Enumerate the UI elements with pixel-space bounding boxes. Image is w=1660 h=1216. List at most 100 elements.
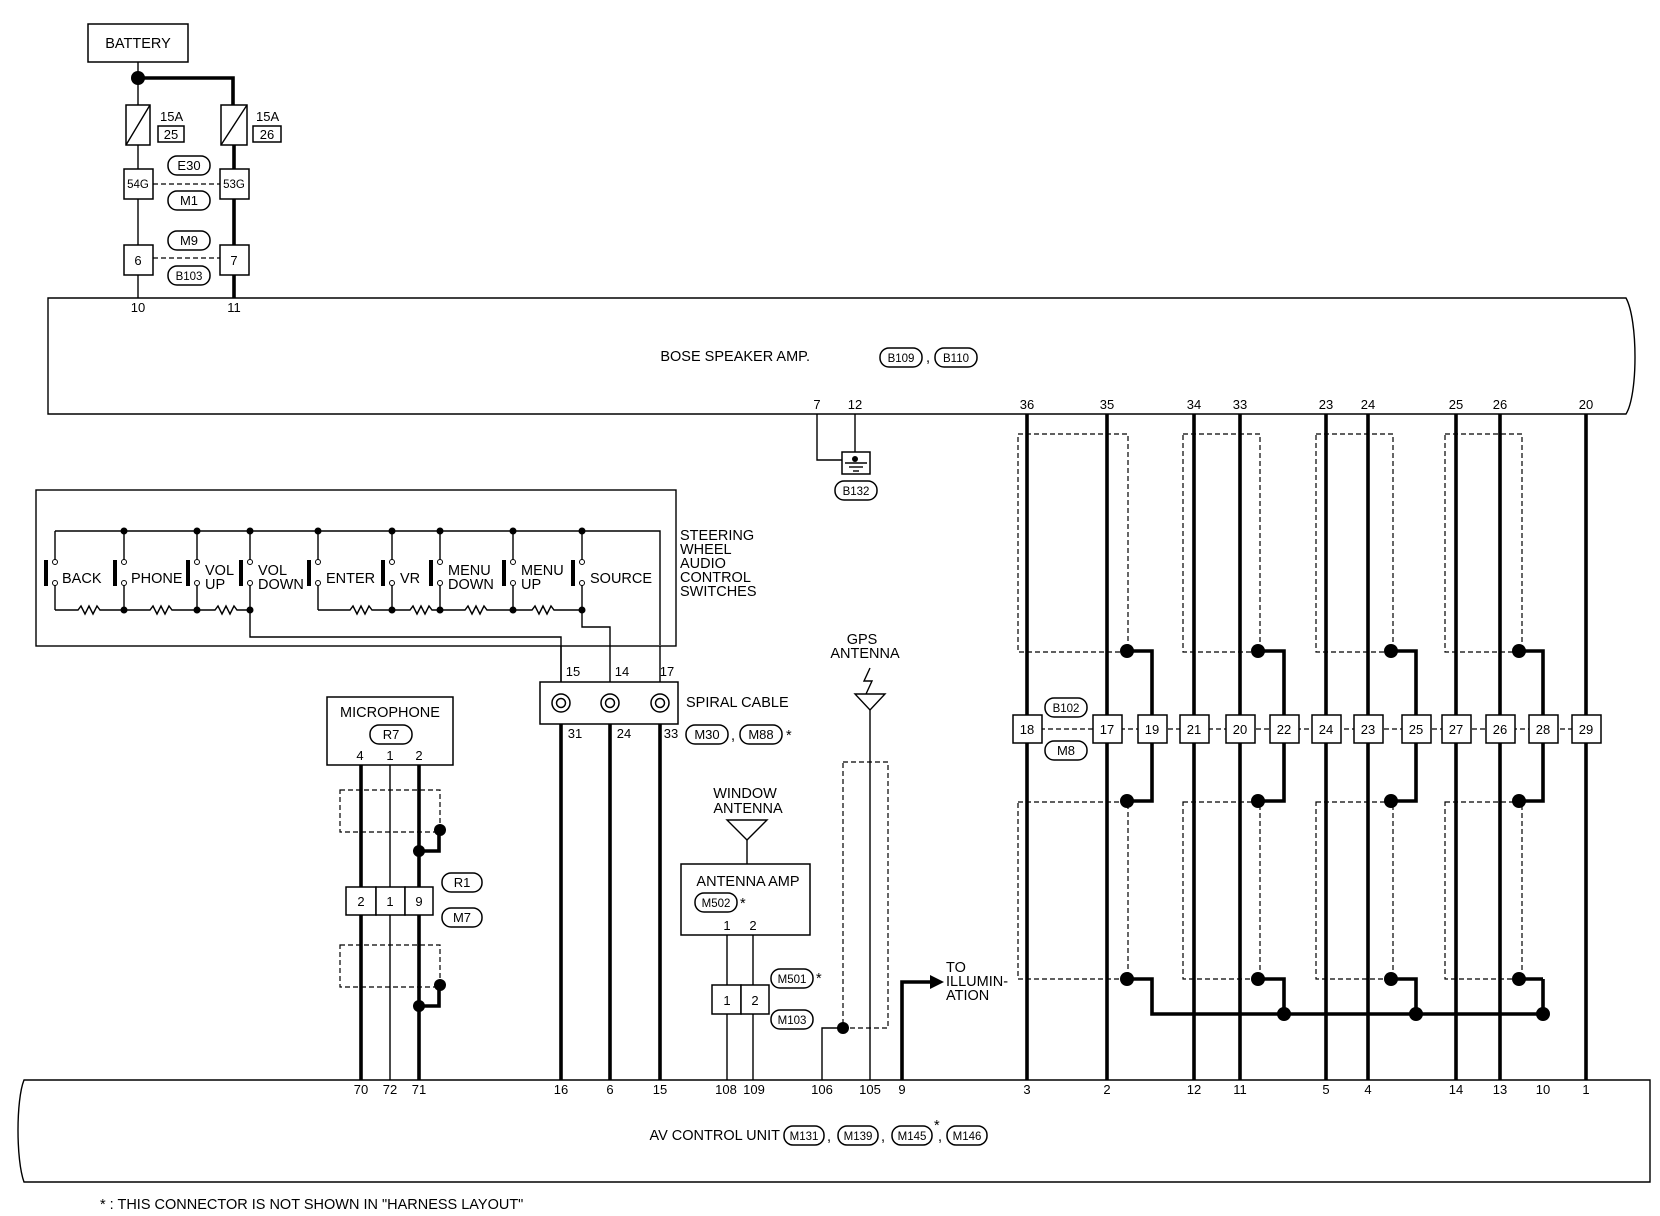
svg-text:23: 23 <box>1361 722 1375 737</box>
svg-text:1: 1 <box>1582 1082 1589 1097</box>
svg-text:26: 26 <box>1493 397 1507 412</box>
svg-text:9: 9 <box>415 894 422 909</box>
svg-text:28: 28 <box>1536 722 1550 737</box>
fuse-26: 15A 26 <box>220 104 282 146</box>
spiral-cable: 15 14 17 SPIRAL CABLE 31 24 33 M30 , M88… <box>539 646 792 1080</box>
svg-text:B110: B110 <box>943 353 969 365</box>
svg-text:STEERING: STEERING <box>680 528 754 544</box>
amp-pin-10: 10 <box>131 300 145 315</box>
svg-text:70: 70 <box>354 1082 368 1097</box>
connector-m1 <box>167 190 211 211</box>
connector-m501 <box>770 968 814 989</box>
fuse-26-rating: 15A <box>256 109 279 124</box>
svg-text:7: 7 <box>813 397 820 412</box>
connector-r7 <box>369 724 413 745</box>
battery-label: BATTERY <box>105 36 171 52</box>
svg-text:24: 24 <box>1361 397 1375 412</box>
connector-m30 <box>685 724 729 745</box>
svg-text:24: 24 <box>1319 722 1333 737</box>
svg-text:1: 1 <box>723 993 730 1008</box>
svg-text:15: 15 <box>653 1082 667 1097</box>
svg-text:106: 106 <box>811 1082 833 1097</box>
connector-m88 <box>739 724 783 745</box>
svg-text:,: , <box>731 728 735 744</box>
svg-text:35: 35 <box>1100 397 1114 412</box>
svg-text:M502: M502 <box>702 898 731 910</box>
svg-text:33: 33 <box>1233 397 1247 412</box>
switch-menu-up: MENU <box>521 563 564 579</box>
svg-text:SWITCHES: SWITCHES <box>680 584 757 600</box>
gps-antenna: GPS ANTENNA <box>821 632 900 1080</box>
window-antenna: WINDOW ANTENNA <box>713 786 783 864</box>
svg-text:1: 1 <box>386 748 393 763</box>
svg-text:16: 16 <box>554 1082 568 1097</box>
bose-speaker-amp: BOSE SPEAKER AMP. B109 , B110 <box>47 297 1636 415</box>
svg-text:M88: M88 <box>748 727 773 742</box>
svg-text:11: 11 <box>1233 1082 1247 1097</box>
speaker-wiring: 18 17 19 21 20 22 24 23 25 27 26 28 29 B… <box>1012 414 1602 1080</box>
svg-text:B109: B109 <box>888 353 915 365</box>
svg-text:B103: B103 <box>176 271 203 283</box>
connector-b102 <box>1044 697 1088 718</box>
svg-text:2: 2 <box>749 918 756 933</box>
switch-vol-down: VOL <box>258 563 287 579</box>
svg-text:UP: UP <box>521 577 541 593</box>
svg-text:25: 25 <box>1409 722 1423 737</box>
connector-m146 <box>946 1125 988 1146</box>
svg-text:108: 108 <box>715 1082 737 1097</box>
svg-text:E30: E30 <box>177 158 200 173</box>
connector-m103 <box>770 1009 814 1030</box>
svg-text:,: , <box>926 350 930 366</box>
av-unit-pins: 70 72 71 16 6 15 108 109 106 105 9 3 2 1… <box>354 1082 1590 1097</box>
svg-text:25: 25 <box>1449 397 1463 412</box>
svg-text:23: 23 <box>1319 397 1333 412</box>
svg-text:M9: M9 <box>180 233 198 248</box>
terminal-6 <box>123 244 154 276</box>
svg-text:4: 4 <box>1364 1082 1371 1097</box>
svg-text:WHEEL: WHEEL <box>680 542 732 558</box>
svg-text:53G: 53G <box>223 179 245 191</box>
switch-back: BACK <box>62 571 102 587</box>
svg-text:17: 17 <box>660 664 674 679</box>
svg-text:13: 13 <box>1493 1082 1507 1097</box>
svg-text:17: 17 <box>1100 722 1114 737</box>
svg-text:R7: R7 <box>383 727 400 742</box>
amp-pin-11: 11 <box>227 300 241 315</box>
svg-text:54G: 54G <box>127 179 149 191</box>
svg-text:36: 36 <box>1020 397 1034 412</box>
connector-m145 <box>891 1125 933 1146</box>
svg-text:14: 14 <box>615 664 629 679</box>
svg-text:34: 34 <box>1187 397 1201 412</box>
svg-text:20: 20 <box>1579 397 1593 412</box>
svg-text:DOWN: DOWN <box>448 577 494 593</box>
bose-amp-label: BOSE SPEAKER AMP. <box>660 349 810 365</box>
switch-vol-up: VOL <box>205 563 234 579</box>
fuse-25: 15A 25 <box>125 104 185 146</box>
to-illumination: TO ILLUMIN- ATION <box>900 960 1008 1080</box>
connector-m502 <box>694 892 738 913</box>
spiral-cable-label: SPIRAL CABLE <box>686 695 789 711</box>
svg-text:ILLUMIN-: ILLUMIN- <box>946 974 1008 990</box>
svg-text:31: 31 <box>568 726 582 741</box>
svg-text:UP: UP <box>205 577 225 593</box>
fuse-25-number: 25 <box>164 127 178 142</box>
steering-switch-block: STEERING WHEEL AUDIO CONTROL SWITCHES BA… <box>35 489 757 682</box>
antenna-amp: ANTENNA AMP M502 * 1 2 1 2 M501 * M103 <box>680 863 822 1080</box>
svg-text:WINDOW: WINDOW <box>713 786 777 802</box>
footnote: * : THIS CONNECTOR IS NOT SHOWN IN "HARN… <box>100 1197 523 1213</box>
svg-text:33: 33 <box>664 726 678 741</box>
svg-text:3: 3 <box>1023 1082 1030 1097</box>
svg-text:21: 21 <box>1187 722 1201 737</box>
connector-b109 <box>879 347 923 368</box>
svg-text:12: 12 <box>1187 1082 1201 1097</box>
svg-text:M103: M103 <box>778 1015 807 1027</box>
connector-b103 <box>167 265 211 286</box>
svg-text:M8: M8 <box>1057 743 1075 758</box>
svg-text:19: 19 <box>1145 722 1159 737</box>
svg-text:,: , <box>881 1129 885 1145</box>
svg-text:22: 22 <box>1277 722 1291 737</box>
svg-text:DOWN: DOWN <box>258 577 304 593</box>
svg-text:72: 72 <box>383 1082 397 1097</box>
connector-m7 <box>441 907 483 928</box>
svg-text:M501: M501 <box>778 974 807 986</box>
